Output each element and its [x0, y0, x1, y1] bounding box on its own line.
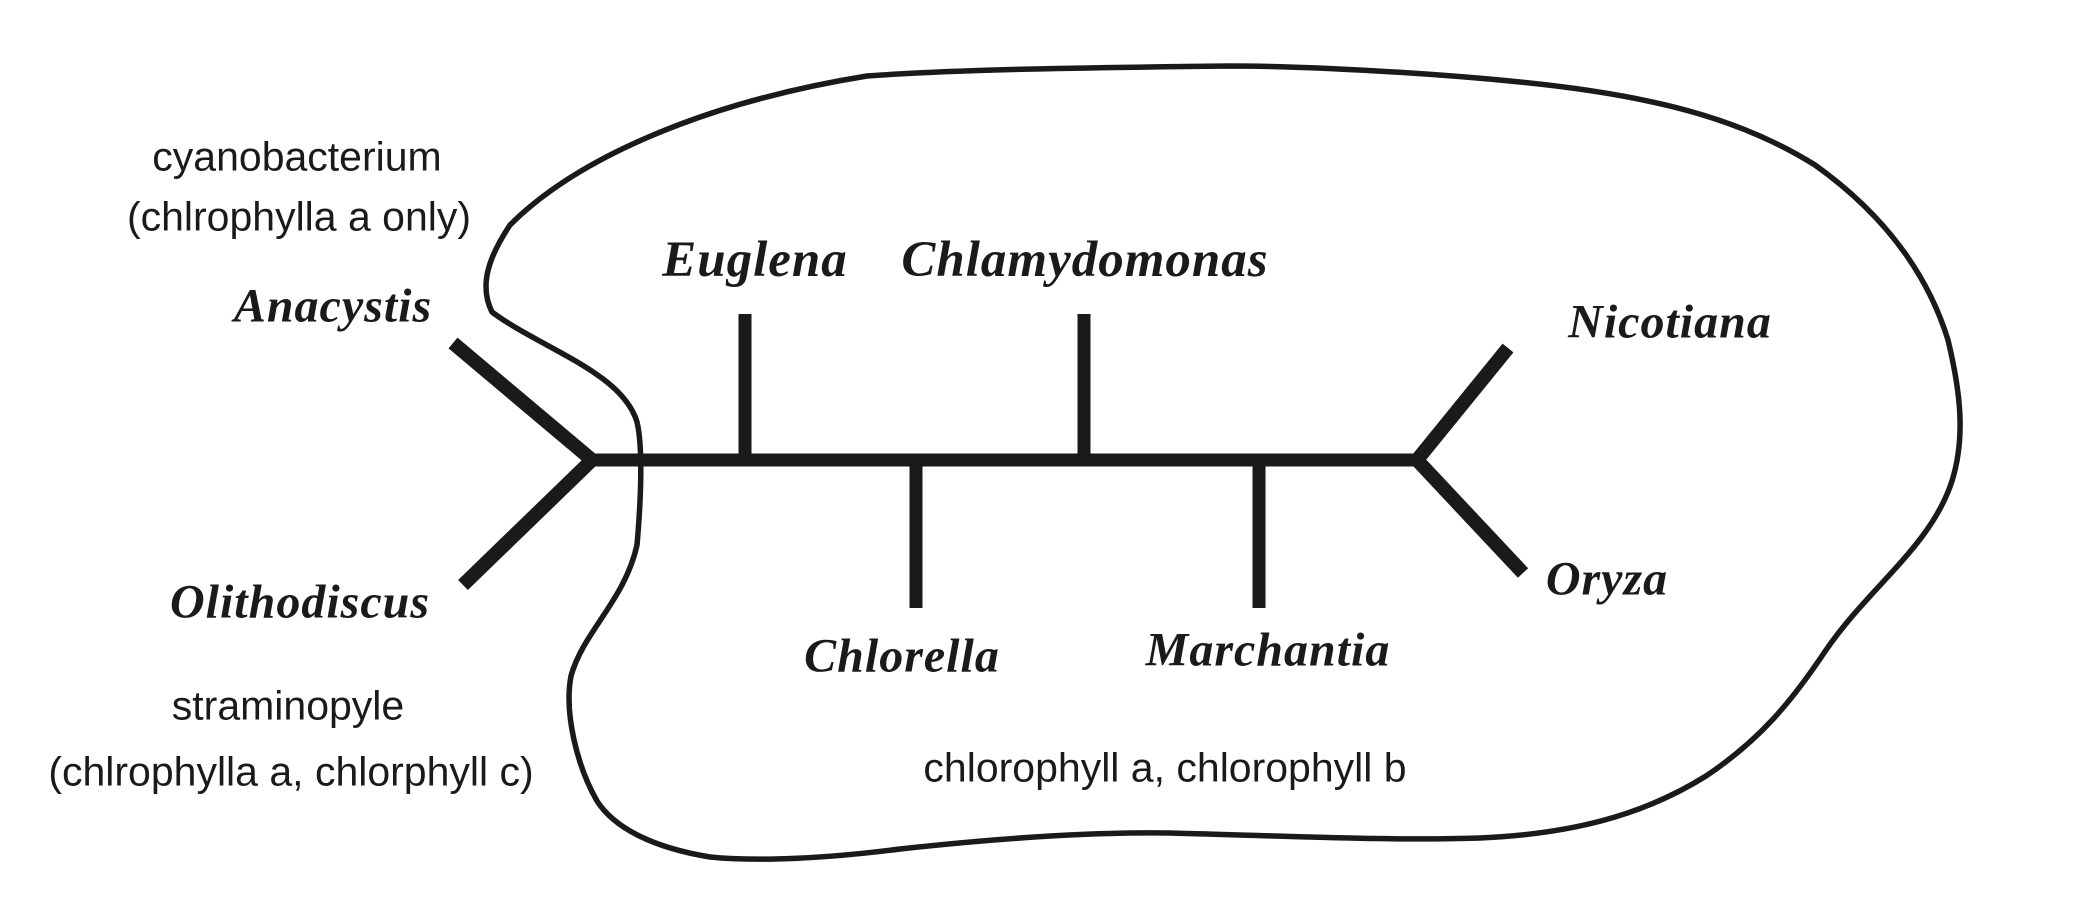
- taxon-label-anacystis: Anacystis: [233, 279, 433, 333]
- taxon-label-chlamydomonas: Chlamydomonas: [901, 232, 1269, 288]
- branch-olithodiscus: [458, 454, 597, 591]
- clade-annotation: chlorophyll a, chlorophyll b: [923, 744, 1407, 791]
- taxon-label-chlorella: Chlorella: [804, 629, 1000, 683]
- olithodiscus-group-note-line1: straminopyle: [171, 682, 405, 729]
- olithodiscus-group-note-line2: (chlrophylla a, chlorphyll c): [48, 748, 534, 795]
- taxon-label-oryza: Oryza: [1545, 552, 1669, 606]
- anacystis-group-note-line2: (chlrophylla a only): [126, 193, 472, 240]
- branch-anacystis: [448, 337, 597, 466]
- taxon-label-euglena: Euglena: [662, 232, 848, 288]
- taxon-label-nicotiana: Nicotiana: [1568, 295, 1772, 349]
- clade-enclosure-outline: [483, 63, 1963, 862]
- taxon-label-olithodiscus: Olithodiscus: [169, 575, 431, 629]
- branch-oryza: [1411, 455, 1529, 578]
- taxon-label-marchantia: Marchantia: [1145, 623, 1391, 677]
- branch-nicotiana: [1411, 343, 1514, 465]
- anacystis-group-note-line1: cyanobacterium: [152, 133, 442, 180]
